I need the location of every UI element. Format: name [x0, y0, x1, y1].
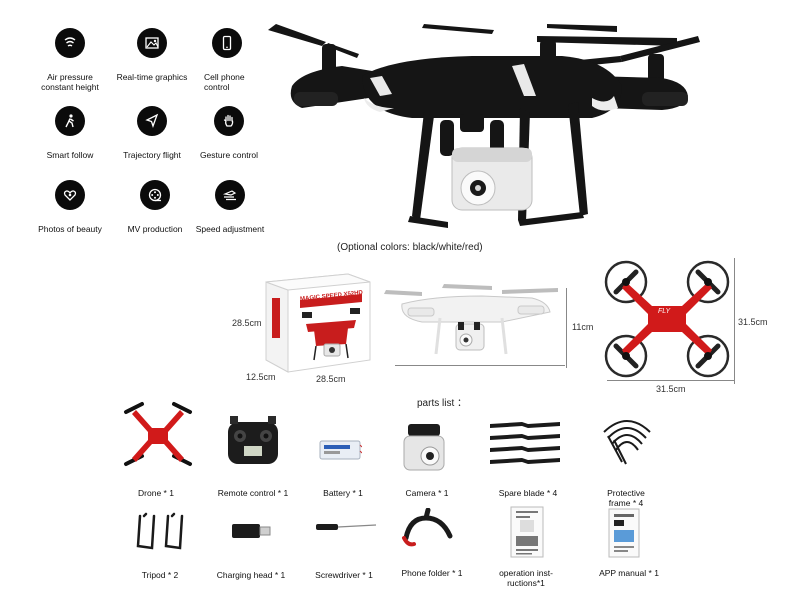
part-label: Battery * 1 — [323, 488, 363, 498]
part-screwdriver: Screwdriver * 1 — [306, 570, 382, 580]
feature-label: Trajectory flight — [123, 150, 181, 160]
box-depth-label: 12.5cm — [246, 372, 276, 382]
part-app-manual-image — [608, 508, 640, 558]
part-protective-frame-image — [603, 420, 651, 465]
barometer-icon — [55, 28, 85, 58]
image-icon — [137, 28, 167, 58]
part-label: Spare blade * 4 — [498, 488, 558, 498]
part-charging-head: Charging head * 1 — [206, 570, 296, 580]
feature-mv-production: MV production — [110, 180, 200, 234]
part-label: frame * 4 — [608, 498, 644, 508]
part-operation-instructions: operation inst-ructions*1 — [488, 568, 564, 588]
package-box-image — [265, 273, 371, 373]
feature-gesture-control: Gesture control — [184, 106, 274, 160]
colors-caption: (Optional colors: black/white/red) — [337, 242, 483, 253]
feature-label: Real-time graphics — [116, 72, 188, 82]
speed-icon — [215, 180, 245, 210]
hero-drone-image — [268, 24, 700, 228]
part-label: Protective — [607, 488, 645, 498]
phone-icon — [212, 28, 242, 58]
feature-real-time-graphics: Real-time graphics — [107, 28, 197, 82]
feature-label: Smart follow — [46, 150, 94, 160]
box-width-label: 28.5cm — [316, 374, 346, 384]
part-battery-image — [319, 440, 362, 460]
part-camera: Camera * 1 — [392, 488, 462, 498]
feature-label: Gesture control — [199, 150, 259, 160]
part-label: Screwdriver * 1 — [315, 570, 373, 580]
part-spare-blade-image — [490, 422, 560, 464]
feature-trajectory-flight: Trajectory flight — [107, 106, 197, 160]
part-label: Charging head * 1 — [216, 570, 286, 580]
part-app-manual: APP manual * 1 — [592, 568, 666, 578]
feature-label: Air pressure — [47, 72, 93, 82]
part-camera-image — [403, 424, 445, 471]
box-height-label: 28.5cm — [232, 318, 262, 328]
side-view-dimension-line — [395, 365, 565, 366]
part-charging-head-image — [232, 524, 271, 538]
part-label: Phone folder * 1 — [401, 568, 463, 578]
part-label: ructions*1 — [507, 578, 545, 588]
part-drone-image — [124, 402, 192, 466]
top-view-drone-image — [604, 260, 730, 378]
top-view-dimension-line — [607, 380, 735, 381]
feature-label: Cell phone — [204, 72, 245, 82]
part-remote-control-image — [228, 416, 278, 464]
side-view-dimension-line — [566, 288, 567, 368]
part-tripod: Tripod * 2 — [124, 570, 196, 580]
feature-photos-of-beauty: Photos of beauty — [25, 180, 115, 234]
hand-icon — [214, 106, 244, 136]
feature-smart-follow: Smart follow — [25, 106, 115, 160]
part-phone-folder-image — [402, 508, 453, 547]
top-view-depth-label: 31.5cm — [738, 317, 768, 327]
part-label: APP manual * 1 — [599, 568, 659, 578]
top-view-width-label: 31.5cm — [656, 384, 686, 394]
part-tripod-image — [136, 512, 184, 550]
part-remote-control: Remote control * 1 — [208, 488, 298, 498]
side-view-height-label: 11cm — [572, 322, 594, 332]
part-operation-instructions-image — [510, 506, 544, 558]
feature-label: constant height — [41, 82, 99, 92]
film-reel-icon — [140, 180, 170, 210]
feature-speed-adjustment: Speed adjustment — [185, 180, 275, 234]
part-label: Camera * 1 — [405, 488, 449, 498]
side-view-drone-image — [384, 284, 558, 355]
part-label: Drone * 1 — [138, 488, 174, 498]
heart-photo-icon — [55, 180, 85, 210]
part-drone: Drone * 1 — [120, 488, 192, 498]
part-battery: Battery * 1 — [308, 488, 378, 498]
top-view-label: FLY — [658, 308, 671, 315]
part-label: Tripod * 2 — [141, 570, 179, 580]
part-label: Remote control * 1 — [217, 488, 289, 498]
part-screwdriver-image — [316, 524, 377, 530]
navigation-arrow-icon — [137, 106, 167, 136]
feature-label: control — [204, 82, 230, 92]
feature-label: Speed adjustment — [195, 224, 265, 234]
feature-label: MV production — [127, 224, 183, 234]
part-spare-blade: Spare blade * 4 — [490, 488, 566, 498]
parts-list-title: parts list ： — [417, 398, 468, 409]
part-label: operation inst- — [499, 568, 553, 578]
part-phone-folder: Phone folder * 1 — [392, 568, 472, 578]
top-view-dimension-line — [734, 258, 735, 384]
walking-person-icon — [55, 106, 85, 136]
feature-label: Photos of beauty — [38, 224, 102, 234]
